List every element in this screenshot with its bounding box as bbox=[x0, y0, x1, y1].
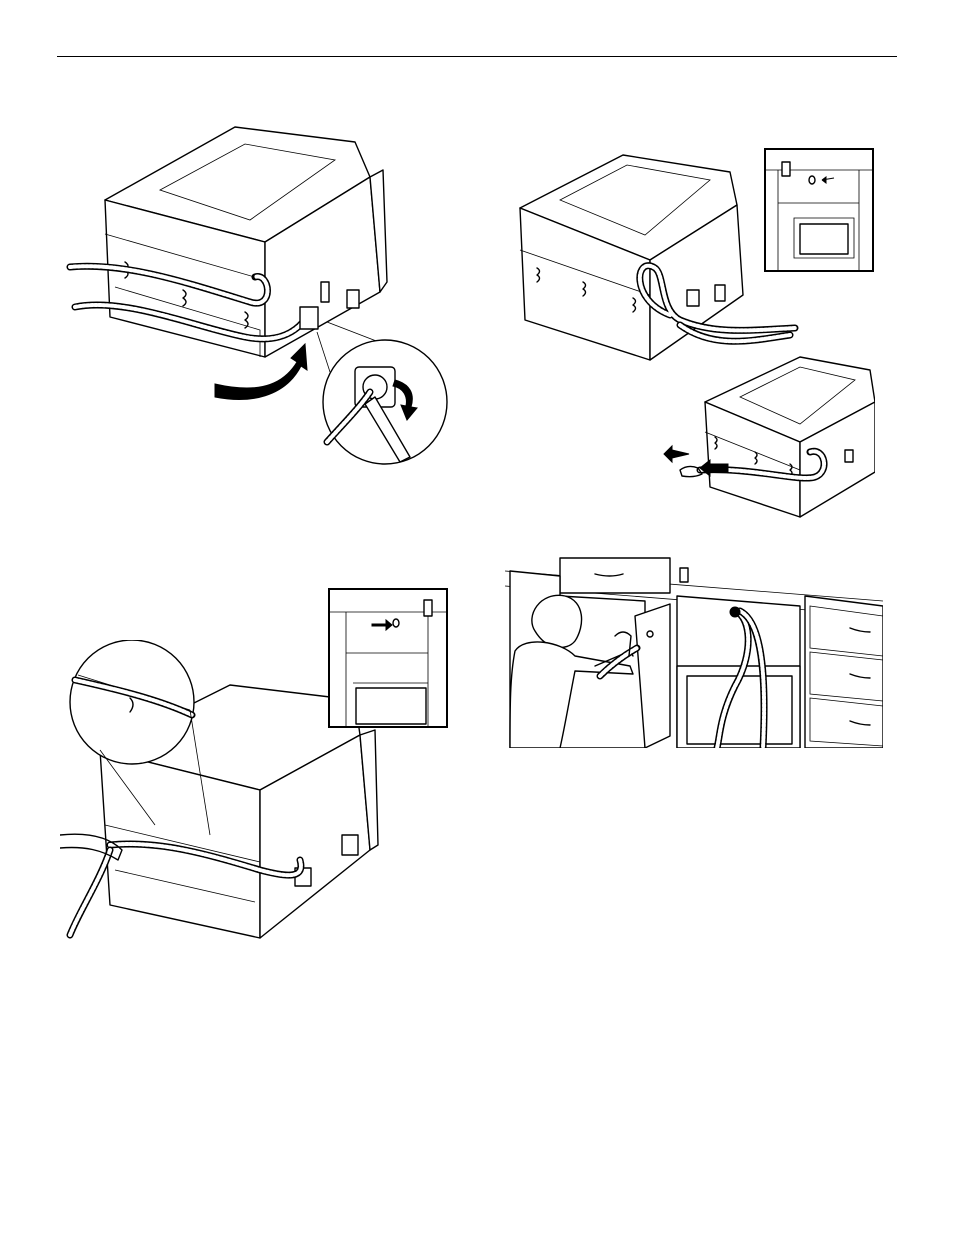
figure-dishwasher-rear-hoses bbox=[515, 150, 800, 365]
figure-hose-connection-wrench bbox=[65, 122, 450, 472]
figure-pulling-hoses bbox=[660, 352, 875, 520]
inset-cabinet-hole-bottom bbox=[328, 588, 448, 728]
inset-cabinet-hole-top bbox=[764, 148, 874, 272]
figure-feeding-hoses-through-cabinet bbox=[505, 556, 883, 748]
header-rule bbox=[57, 56, 897, 57]
